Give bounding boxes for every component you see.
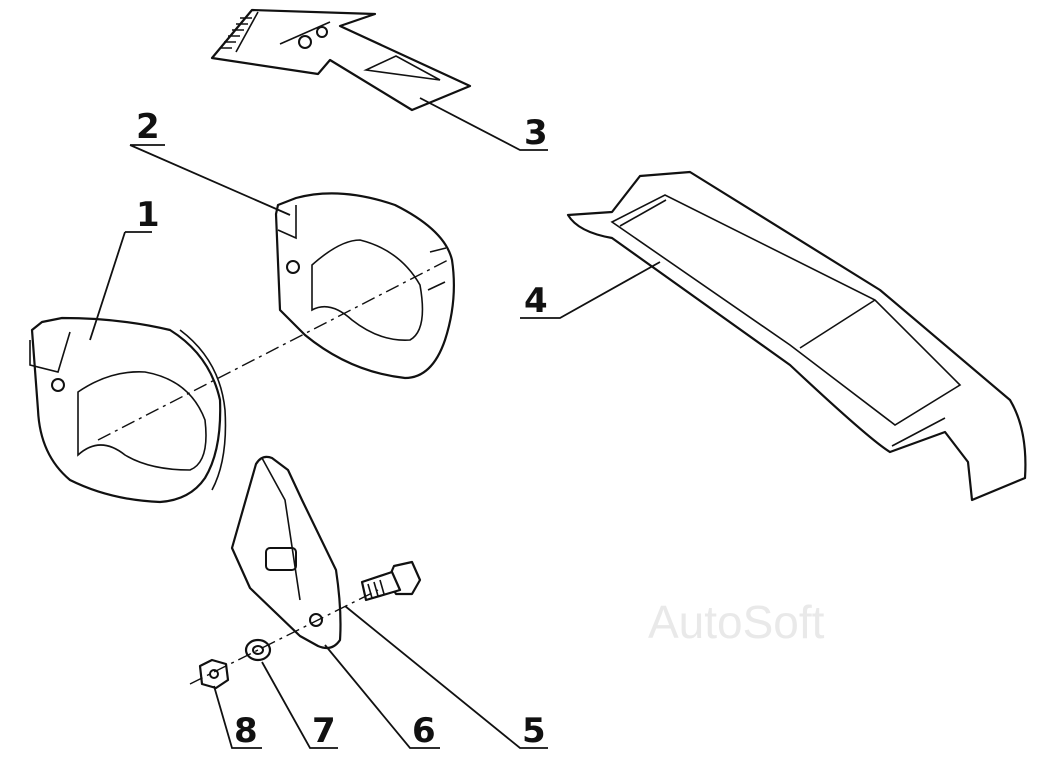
callout-8: 8 [234, 711, 258, 751]
leader-lines [89, 97, 661, 749]
watermark: AutoSoft [648, 596, 825, 648]
part-4-support-bracket [566, 170, 1027, 502]
part-8-nut [198, 658, 230, 690]
callout-1: 1 [136, 195, 160, 235]
callout-3: 3 [524, 113, 548, 153]
callout-2: 2 [136, 107, 160, 147]
callout-5: 5 [522, 711, 546, 751]
callout-7: 7 [312, 711, 336, 751]
part-2-guide-plate [274, 192, 455, 380]
center-axis-upper [97, 257, 453, 441]
center-axis-lower [189, 589, 379, 685]
part-3-scale-bracket [210, 8, 472, 112]
washer-hole [252, 645, 264, 655]
part-6-lever-plate [230, 455, 342, 650]
callout-6: 6 [412, 711, 436, 751]
callout-4: 4 [524, 281, 548, 321]
part-1-guide-plate [29, 316, 227, 504]
part-5-bolt [360, 560, 422, 602]
